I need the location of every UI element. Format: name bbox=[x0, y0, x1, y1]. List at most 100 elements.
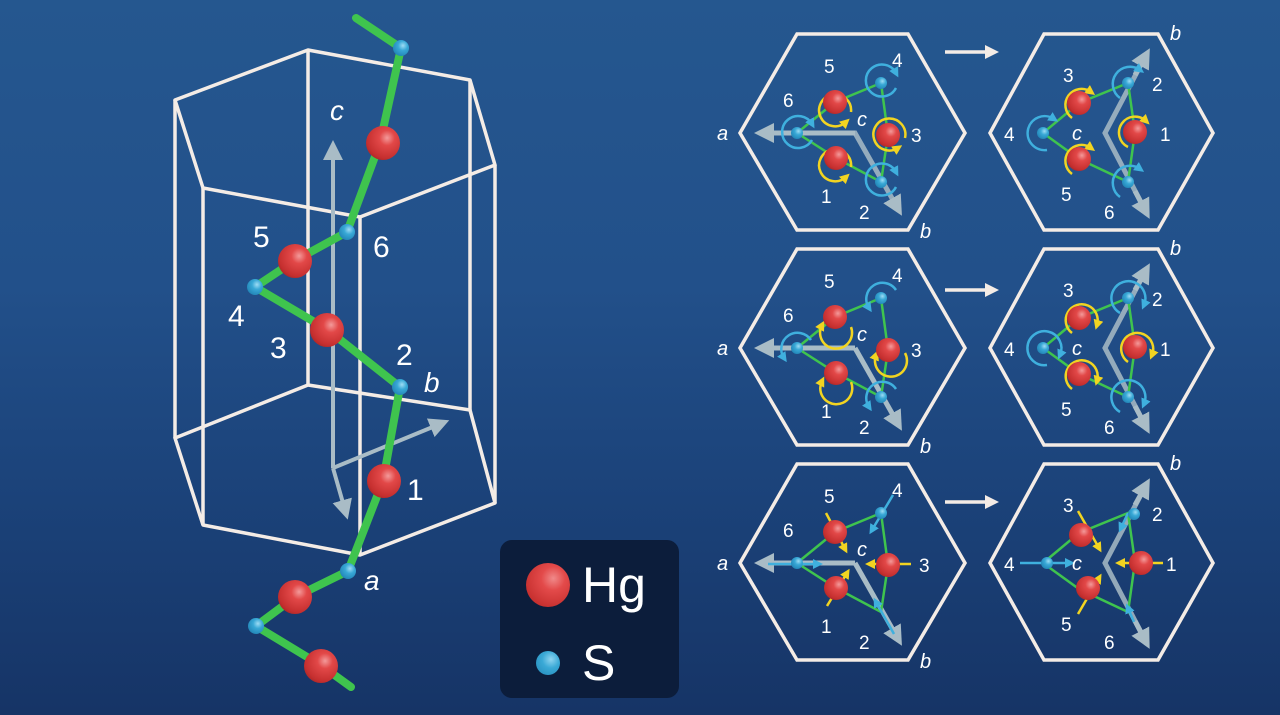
panel-left-row-1: a b c 1 2 3 4 5 6 bbox=[717, 32, 968, 243]
hexagon-frame bbox=[988, 462, 1216, 662]
hg-atom bbox=[824, 576, 848, 600]
axis-a-label: a bbox=[717, 338, 728, 360]
b-axis-label: b bbox=[424, 367, 440, 398]
num-2: 2 bbox=[1152, 290, 1163, 311]
hgs-helix-chain bbox=[247, 14, 409, 691]
axis-c-label: c bbox=[1072, 123, 1082, 145]
hg-atom bbox=[1067, 147, 1091, 171]
num-6: 6 bbox=[783, 91, 794, 112]
atom-label-4: 4 bbox=[228, 300, 245, 333]
axis-b-label: b bbox=[1170, 453, 1181, 475]
num-2: 2 bbox=[1152, 505, 1163, 526]
num-3: 3 bbox=[1063, 66, 1074, 87]
rotation-arrows bbox=[780, 63, 907, 197]
s-atom-2 bbox=[392, 379, 408, 395]
s-atom bbox=[1122, 391, 1134, 403]
hg-atom bbox=[366, 126, 400, 160]
panel-right-row-1: b c 1 2 3 4 5 6 bbox=[988, 23, 1216, 232]
num-5: 5 bbox=[1061, 185, 1072, 206]
hg-atom bbox=[1123, 120, 1147, 144]
num-4: 4 bbox=[892, 481, 903, 502]
panel-row-2: a b c 1 2 3 4 5 6 bbox=[717, 238, 1216, 458]
hexagon-frame bbox=[737, 32, 968, 232]
axis-a-label: a bbox=[717, 123, 728, 145]
num-2: 2 bbox=[859, 633, 870, 654]
legend-item-s: S bbox=[536, 638, 615, 688]
num-5: 5 bbox=[1061, 400, 1072, 421]
hexagon-frame bbox=[737, 462, 968, 662]
s-atom bbox=[1122, 176, 1134, 188]
num-5: 5 bbox=[824, 57, 835, 78]
hg-atom bbox=[824, 146, 848, 170]
s-atom bbox=[1122, 292, 1134, 304]
hg-atom bbox=[823, 305, 847, 329]
hg-atom bbox=[876, 123, 900, 147]
s-atom bbox=[875, 507, 887, 519]
hg-atom bbox=[1067, 362, 1091, 386]
hg-sphere-icon bbox=[526, 563, 570, 607]
s-atom bbox=[1037, 127, 1049, 139]
num-5: 5 bbox=[824, 272, 835, 293]
s-atom bbox=[875, 391, 887, 403]
num-3: 3 bbox=[911, 126, 922, 147]
hg-atom bbox=[1067, 306, 1091, 330]
axis-a-label: a bbox=[717, 553, 728, 575]
hg-atom bbox=[823, 90, 847, 114]
legend-label-s: S bbox=[582, 635, 616, 691]
num-1: 1 bbox=[1166, 555, 1177, 576]
hexagonal-unit-cell bbox=[173, 48, 497, 557]
atom-label-5: 5 bbox=[253, 221, 270, 254]
hg-atom bbox=[278, 580, 312, 614]
num-3: 3 bbox=[911, 341, 922, 362]
hg-atom-1 bbox=[367, 464, 401, 498]
a-axis-label: a bbox=[364, 565, 380, 596]
s-atom bbox=[875, 292, 887, 304]
hg-atom-5 bbox=[278, 244, 312, 278]
helix-bonds bbox=[251, 14, 405, 691]
s-atom-4 bbox=[247, 279, 263, 295]
s-atom-6 bbox=[339, 224, 355, 240]
s-atom bbox=[1041, 557, 1053, 569]
s-atom bbox=[791, 342, 803, 354]
axis-c-label: c bbox=[1072, 553, 1082, 575]
num-1: 1 bbox=[821, 617, 832, 638]
s-atom bbox=[791, 127, 803, 139]
hg-atom bbox=[824, 361, 848, 385]
rotation-arrows bbox=[1026, 279, 1159, 414]
hg-atom bbox=[304, 649, 338, 683]
s-atom bbox=[248, 618, 264, 634]
axis-b-label: b bbox=[1170, 23, 1181, 45]
rotation-arrows bbox=[777, 281, 909, 412]
legend-item-hg: Hg bbox=[526, 560, 646, 610]
num-1: 1 bbox=[821, 187, 832, 208]
num-4: 4 bbox=[892, 51, 903, 72]
panel-right-row-2: b c 1 2 3 4 5 6 bbox=[988, 238, 1216, 447]
hexagon-frame bbox=[737, 247, 968, 447]
num-4: 4 bbox=[892, 266, 903, 287]
num-2: 2 bbox=[1152, 75, 1163, 96]
axis-b-label: b bbox=[1170, 238, 1181, 260]
axis-b-label: b bbox=[920, 221, 931, 243]
hg-atom bbox=[1123, 335, 1147, 359]
hg-atom bbox=[1067, 91, 1091, 115]
hg-atom bbox=[1076, 576, 1100, 600]
num-4: 4 bbox=[1004, 555, 1015, 576]
hg-atom bbox=[1129, 551, 1153, 575]
num-1: 1 bbox=[821, 402, 832, 423]
panel-right-row-3: b c 1 2 3 4 5 6 bbox=[988, 453, 1216, 662]
axis-c-label: c bbox=[857, 109, 867, 131]
panel-row-3: a b c 1 2 3 4 5 6 bbox=[717, 453, 1216, 673]
axis-a-b-arrow bbox=[852, 346, 902, 431]
num-6: 6 bbox=[783, 521, 794, 542]
num-3: 3 bbox=[1063, 281, 1074, 302]
s-sphere-icon bbox=[536, 651, 560, 675]
s-atom bbox=[1128, 508, 1140, 520]
num-5: 5 bbox=[824, 487, 835, 508]
num-5: 5 bbox=[1061, 615, 1072, 636]
s-atom bbox=[791, 557, 803, 569]
s-atom bbox=[1122, 77, 1134, 89]
axis-c-label: c bbox=[857, 539, 867, 561]
axis-b-label: b bbox=[920, 436, 931, 458]
num-4: 4 bbox=[1004, 340, 1015, 361]
num-6: 6 bbox=[1104, 633, 1115, 654]
